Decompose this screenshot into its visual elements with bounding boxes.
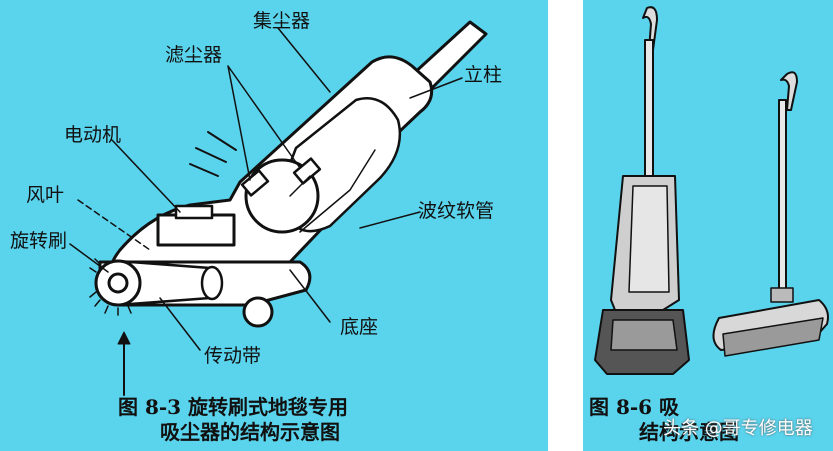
caption-8-3-line2: 吸尘器的结构示意图: [160, 420, 340, 444]
figure-8-6-panel: 图 8-6 吸 结构示意图 头条 @哥专修电器: [583, 0, 833, 451]
label-motor: 电动机: [64, 124, 122, 146]
label-dust-filter: 滤尘器: [165, 44, 223, 66]
caption-8-6-line2: 结构示意图: [639, 420, 739, 444]
label-corrugated-hose: 波纹软管: [418, 200, 495, 222]
label-drive-belt: 传动带: [204, 345, 262, 367]
label-column: 立柱: [464, 64, 503, 86]
watermark-text: 头条 @哥专修电器: [663, 418, 813, 439]
label-rotating-brush: 旋转刷: [10, 230, 68, 252]
vacuum-structure-diagram: [69, 20, 488, 396]
label-base: 底座: [340, 316, 379, 338]
caption-8-3-line1: 图 8-3 旋转刷式地毯专用: [118, 395, 349, 419]
label-fan: 风叶: [26, 184, 65, 206]
upright-vacuum-illustrations: [594, 6, 829, 375]
figure-8-3-panel: 集尘器 滤尘器 立柱 电动机 风叶 波纹软管 旋转刷 底座 传动带 图 8-3 …: [0, 0, 548, 451]
caption-8-6-line1: 图 8-6 吸: [589, 395, 680, 419]
label-dust-collector: 集尘器: [253, 10, 311, 32]
